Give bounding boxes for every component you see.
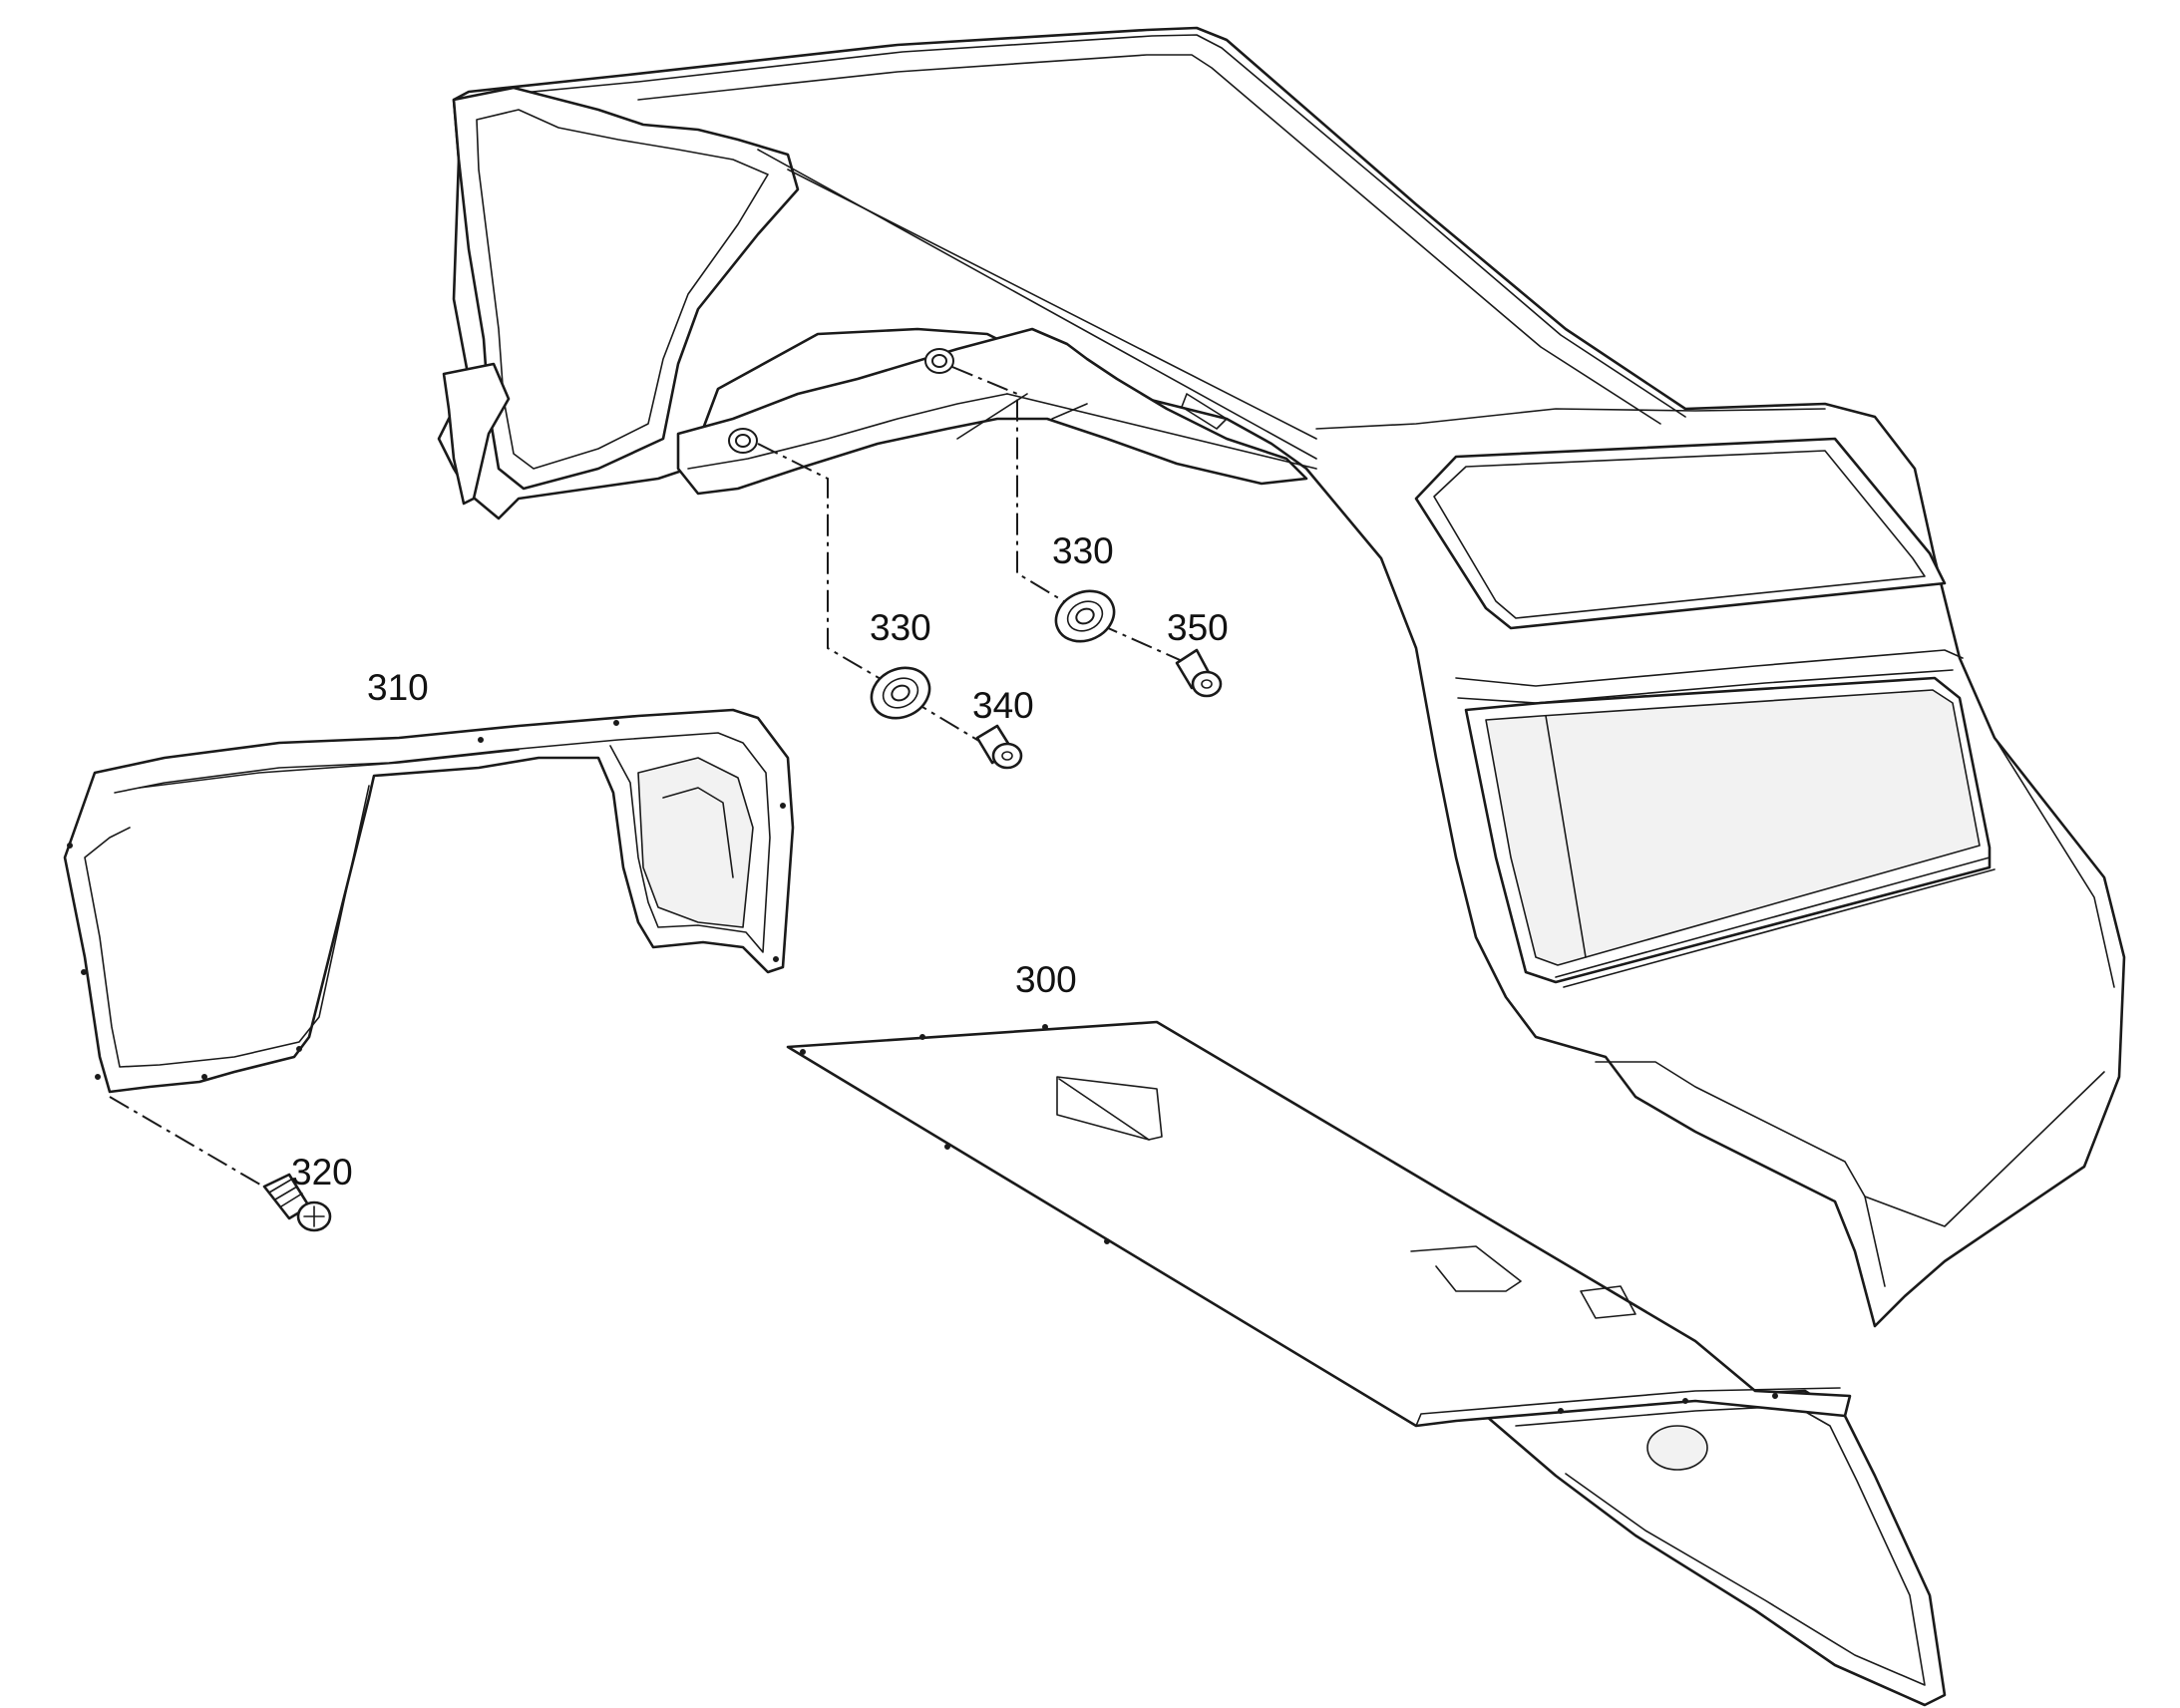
main-body-housing <box>437 26 2126 1328</box>
left-foot <box>442 362 511 506</box>
lower-window-bottom-strip-2 <box>1563 868 1996 988</box>
panel-housing-knob <box>1646 1425 1708 1471</box>
bracket-tube <box>1181 393 1228 430</box>
panel-housing-curve <box>1484 1389 1947 1707</box>
leader-shelf-to-330b <box>951 366 1068 604</box>
shelf-hole-2-inner <box>931 354 947 368</box>
panel-cutout-square <box>1056 1076 1163 1141</box>
frame-310-inner-2 <box>84 785 370 1068</box>
side-band-top <box>1455 649 1964 687</box>
panel-cutout-slot <box>1580 1285 1636 1319</box>
part-300-panel <box>786 1020 1947 1707</box>
bolt-340 <box>975 724 1023 770</box>
label-330-left: 330 <box>870 607 931 648</box>
label-350: 350 <box>1167 607 1229 648</box>
frame-310-outline <box>63 708 795 1094</box>
side-band-line <box>1457 669 1954 704</box>
label-310: 310 <box>367 667 429 708</box>
lower-window-bottom-strip <box>1555 856 1991 978</box>
panel-300-front-edge <box>1415 1387 1841 1427</box>
part-labels: 300 310 320 330 330 340 350 <box>291 530 1229 1193</box>
panel-300-holes <box>800 1024 1778 1414</box>
leader-330b-to-350 <box>1096 622 1188 664</box>
lower-window-frame-line <box>1545 715 1587 958</box>
roof-rear-edge <box>1315 408 1826 430</box>
washer-330a <box>870 666 931 720</box>
shelf-rail-3 <box>787 169 1317 440</box>
panel-300-board <box>786 1020 1852 1428</box>
leader-shelf-to-330a <box>757 443 889 684</box>
mounting-shelf <box>676 327 1308 496</box>
frame-310-pocket-detail <box>662 787 734 878</box>
label-340: 340 <box>972 685 1034 726</box>
rear-bumper-line-2 <box>1864 1196 1886 1287</box>
shelf-hole-1-inner <box>735 434 751 448</box>
upper-window-inner <box>1433 450 1926 619</box>
bracket-pin-2 <box>1051 403 1088 420</box>
label-320: 320 <box>291 1152 353 1193</box>
rear-bumper-line-3 <box>1994 737 2115 988</box>
label-330-right: 330 <box>1052 530 1114 571</box>
label-300: 300 <box>1015 959 1077 1000</box>
screw-320 <box>262 1173 332 1232</box>
bolt-350 <box>1175 648 1223 698</box>
roof-panel <box>437 26 2126 1328</box>
rear-bumper-line-1 <box>1595 1061 2105 1227</box>
leader-frame-to-320 <box>109 1096 290 1202</box>
panel-cutout-curve <box>1410 1245 1522 1292</box>
roof-edge-line <box>468 34 1686 418</box>
left-wall-frame <box>452 86 800 491</box>
roof-inner-edge <box>637 54 1661 425</box>
frame-310-top-lip <box>139 749 520 789</box>
mounting-shelf-lip <box>687 393 1008 470</box>
frame-310-holes <box>67 720 786 1080</box>
frame-310-pocket <box>637 757 754 928</box>
frame-310-inner <box>114 732 771 953</box>
lower-window-glass <box>1485 689 1981 966</box>
shelf-rail <box>1006 393 1317 470</box>
upper-window <box>1414 437 1947 630</box>
panel-cutout-diagonal <box>1058 1078 1150 1141</box>
bracket-pin <box>956 393 1028 440</box>
washer-330b <box>1054 589 1116 643</box>
part-310-frame <box>63 708 795 1094</box>
left-wall-inner <box>476 109 769 470</box>
